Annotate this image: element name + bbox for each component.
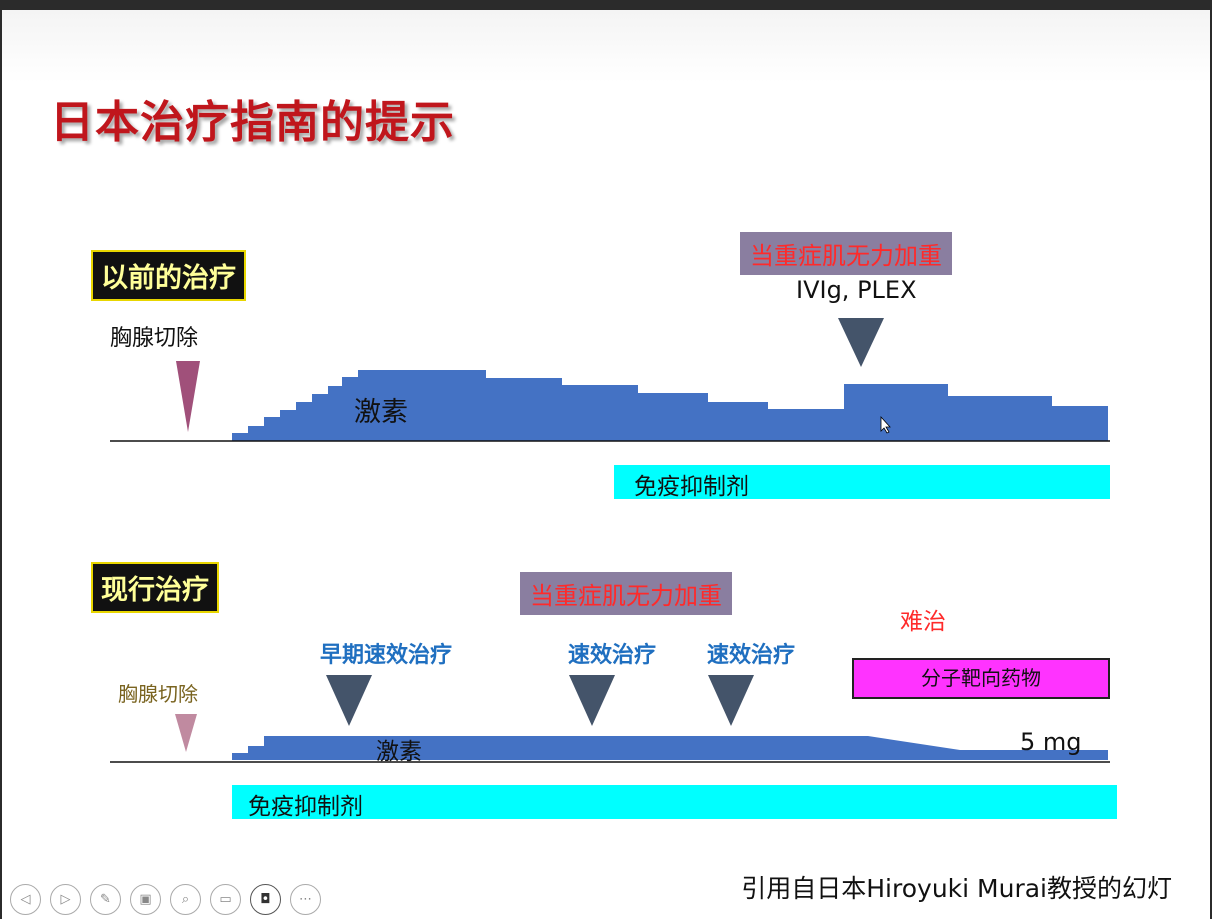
zoom-icon[interactable]: ⌕ bbox=[170, 884, 201, 915]
current-steroid-area bbox=[232, 736, 1108, 760]
pen-icon[interactable]: ✎ bbox=[90, 884, 121, 915]
fast-label-2: 速效治疗 bbox=[707, 643, 796, 668]
fast-arrow-2 bbox=[708, 675, 754, 726]
next-icon[interactable]: ▷ bbox=[50, 884, 81, 915]
current-immunosuppressant-bar bbox=[232, 785, 1117, 819]
more-icon[interactable]: ⋯ bbox=[290, 884, 321, 915]
steroid-dose-label: 5 mg bbox=[1020, 728, 1082, 756]
current-section-label: 现行治疗 bbox=[91, 562, 219, 613]
current-worsening-box: 当重症肌无力加重 bbox=[520, 572, 732, 615]
previous-steroid-area bbox=[232, 370, 1108, 441]
slideshow-toolbar: ◁ ▷ ✎ ▣ ⌕ ▭ ◘ ⋯ bbox=[10, 884, 321, 915]
screen-icon[interactable]: ▭ bbox=[210, 884, 241, 915]
diagram-graphics bbox=[110, 318, 1117, 819]
early-fast-arrow bbox=[326, 675, 372, 726]
mouse-cursor-icon bbox=[880, 415, 891, 434]
fast-arrow-1 bbox=[569, 675, 615, 726]
slide-title: 日本治疗指南的提示 bbox=[50, 97, 455, 148]
previous-immunosuppressant-bar bbox=[614, 465, 1110, 499]
source-credit: 引用自日本Hiroyuki Murai教授的幻灯 bbox=[741, 874, 1172, 903]
ivig-plex-arrow bbox=[838, 318, 884, 367]
previous-thymectomy-label: 胸腺切除 bbox=[110, 326, 199, 351]
previous-thymectomy-arrow bbox=[176, 361, 200, 432]
previous-worsening-box: 当重症肌无力加重 bbox=[740, 232, 952, 275]
current-thymectomy-arrow bbox=[175, 714, 197, 752]
fast-label-1: 速效治疗 bbox=[568, 643, 657, 668]
previous-section-label: 以前的治疗 bbox=[91, 250, 246, 301]
previous-steroid-label: 激素 bbox=[354, 397, 408, 428]
prev-icon[interactable]: ◁ bbox=[10, 884, 41, 915]
current-immunosuppressant-label: 免疫抑制剂 bbox=[248, 794, 363, 820]
ivig-plex-label: IVIg, PLEX bbox=[796, 276, 917, 304]
previous-immunosuppressant-label: 免疫抑制剂 bbox=[634, 474, 749, 500]
current-thymectomy-label: 胸腺切除 bbox=[118, 682, 198, 706]
camera-icon[interactable]: ◘ bbox=[250, 884, 281, 915]
targeted-therapy-box: 分子靶向药物 bbox=[852, 658, 1110, 699]
early-fast-label: 早期速效治疗 bbox=[320, 643, 453, 668]
current-steroid-label: 激素 bbox=[376, 739, 422, 765]
slide: 日本治疗指南的提示 以前的治疗 胸腺切除 当重症肌无力加重 IVIg, PLEX… bbox=[2, 10, 1210, 919]
refractory-label: 难治 bbox=[900, 609, 946, 635]
slides-icon[interactable]: ▣ bbox=[130, 884, 161, 915]
